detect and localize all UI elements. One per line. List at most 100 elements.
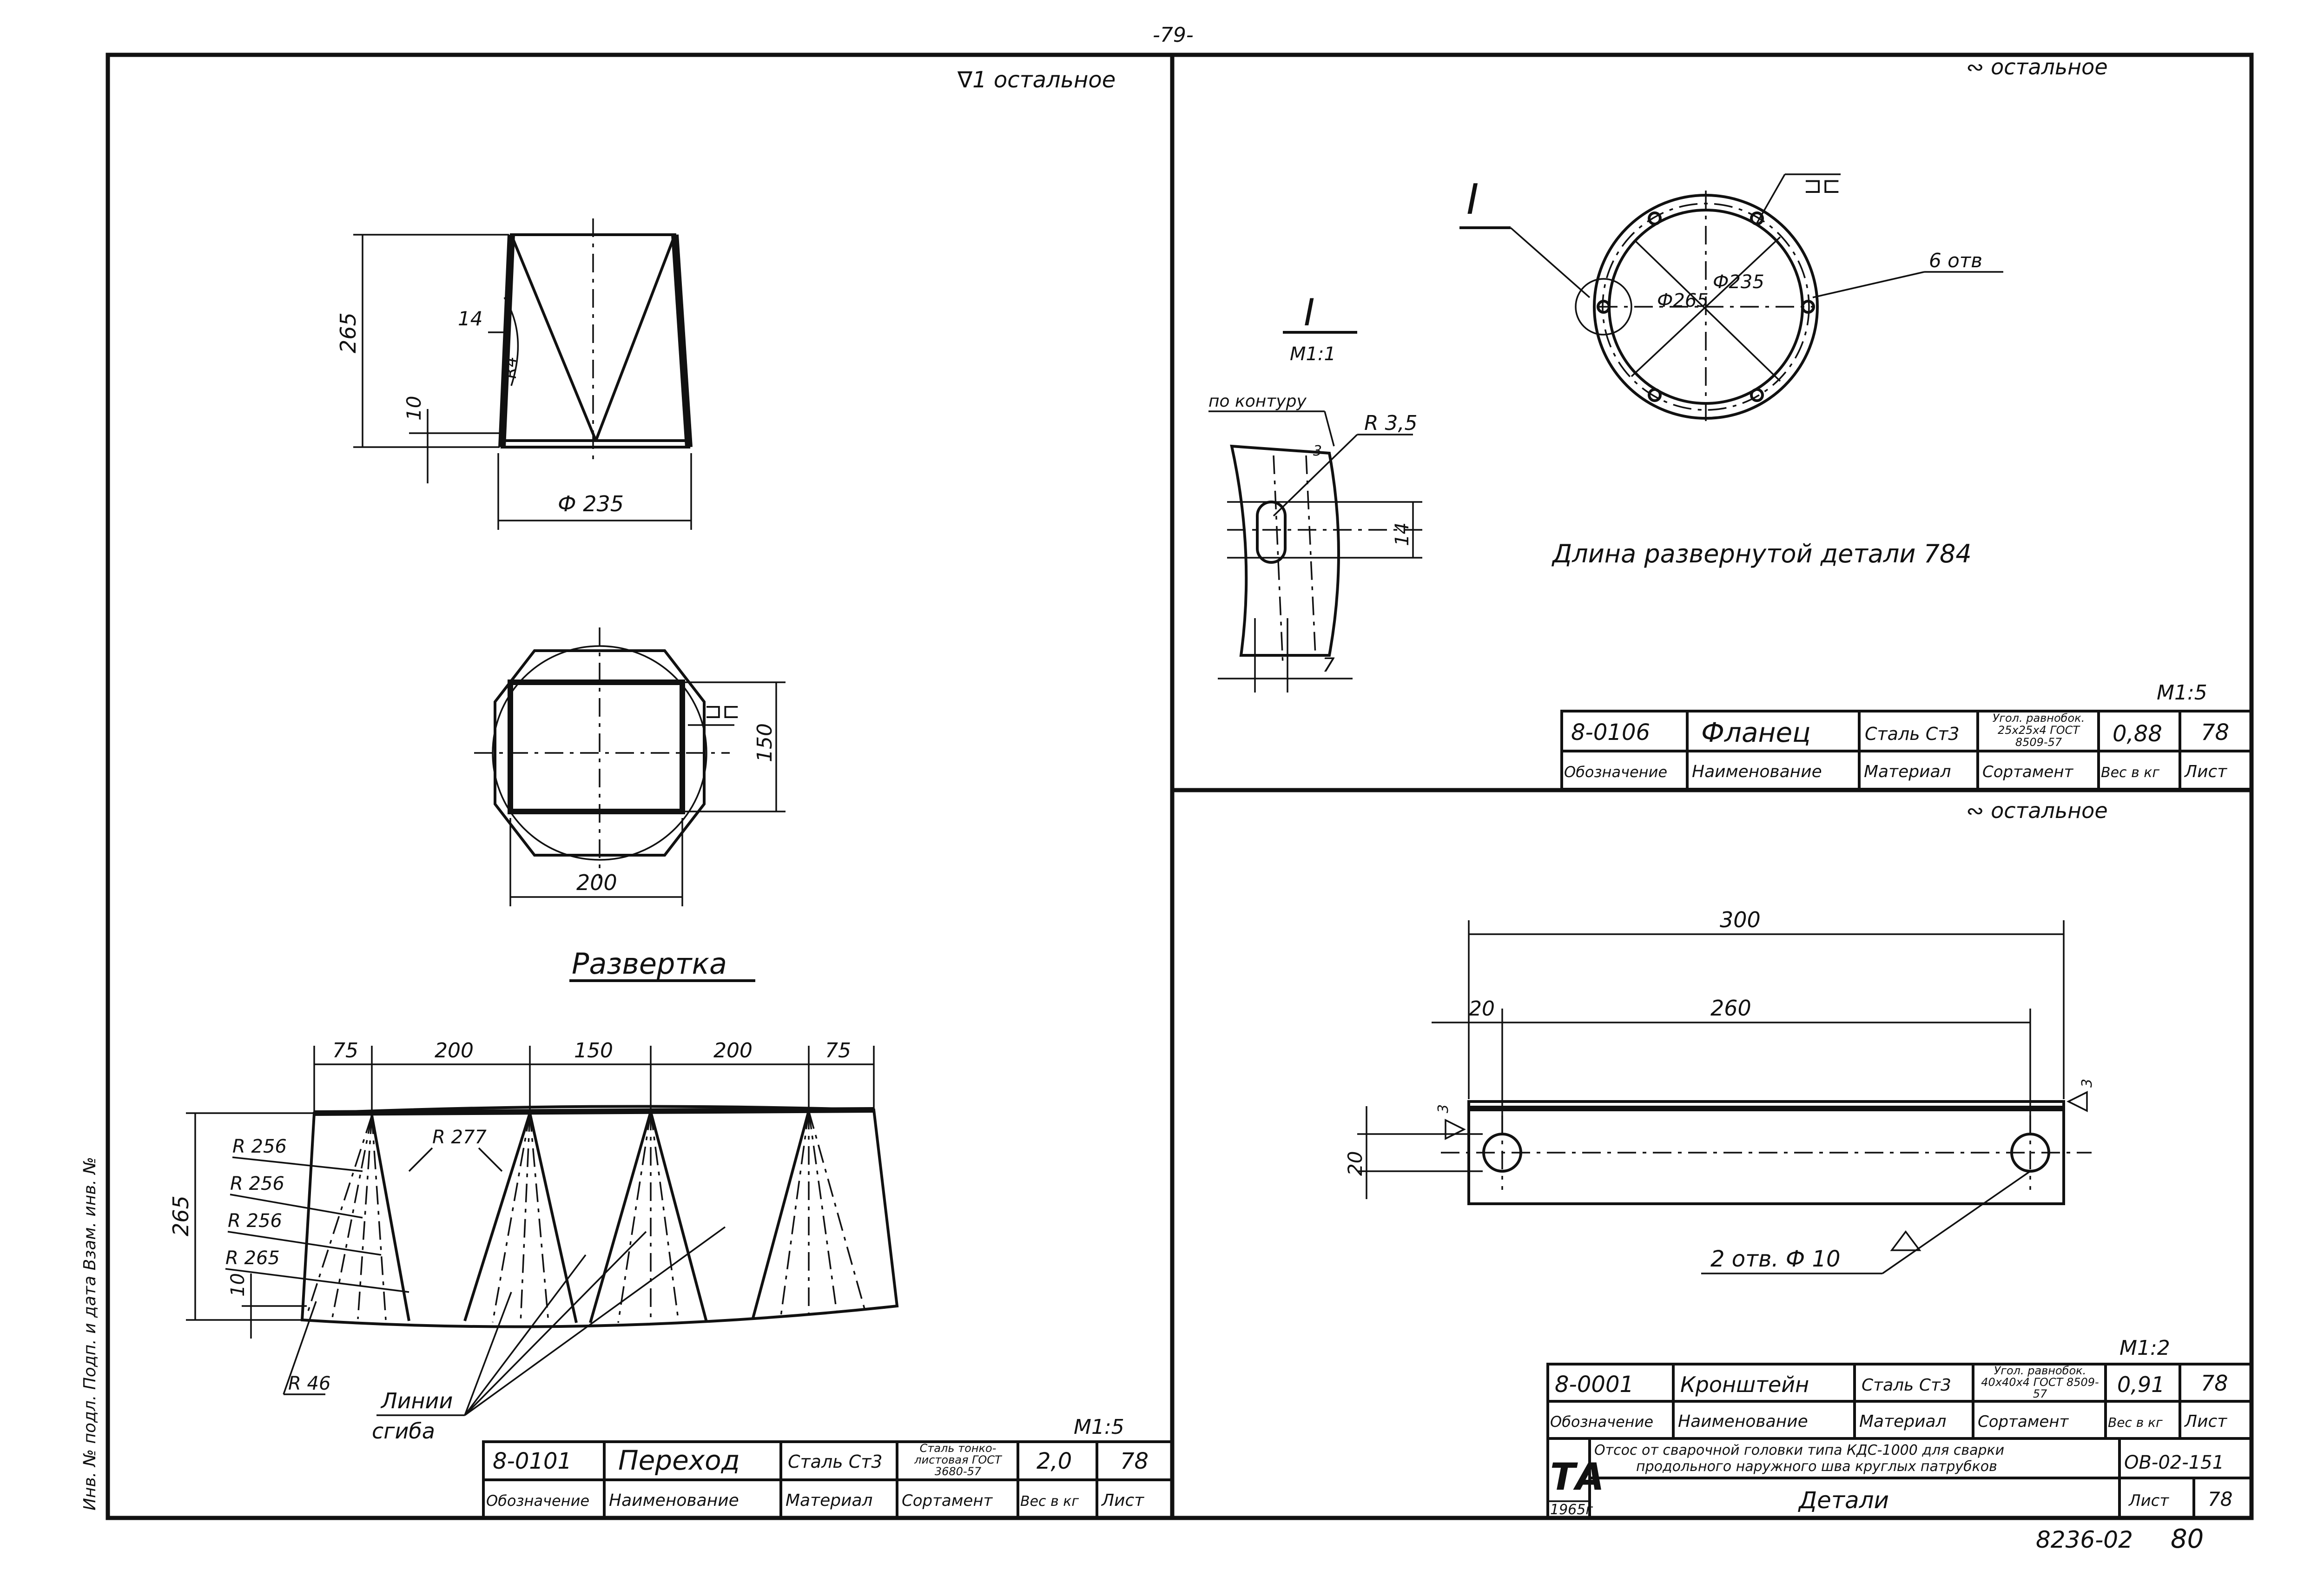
bottom-right-panel: ∾ остальное 300 260 20 20: [1344, 798, 2253, 1519]
ring-outer-dia: Ф265: [1657, 290, 1709, 311]
page-number-bottom: 80: [2171, 1524, 2204, 1554]
dev-dim-base-10: 10: [227, 1273, 249, 1297]
flange-ring: Ф265 Ф235 6 отв ⊐⊏ I: [1459, 172, 2003, 423]
flange-scale: М1:5: [2157, 681, 2207, 705]
radius-label-6: R 46: [288, 1373, 330, 1394]
left-title-block: М1:5 8-0101 Переход Сталь Ст3 Сталь тонк…: [482, 1415, 1174, 1519]
flange-tb-h-weight: Вес в кг: [2101, 765, 2159, 781]
left-roughness: ∇1 остальное: [957, 67, 1116, 93]
bracket-weld-right: 3: [2079, 1079, 2095, 1088]
fold-lines-label-2: сгиба: [372, 1418, 435, 1444]
radius-label-3: R 256: [228, 1210, 282, 1232]
bracket-tb-h-weight: Вес в кг: [2108, 1415, 2163, 1430]
dev-dim-150: 150: [574, 1039, 613, 1062]
flange-length-note: Длина развернутой детали 784: [1552, 539, 1972, 568]
bracket-holes-note: 2 отв. Ф 10: [1710, 1246, 1841, 1272]
bracket-dim-height: 20: [1344, 1151, 1367, 1176]
fold-lines-label-1: Линии: [380, 1388, 453, 1413]
main-stamp: ТА 1965г Отсос от сварочной головки типа…: [1546, 1437, 2253, 1519]
slot-radius: R 3,5: [1364, 411, 1418, 435]
top-view-weld-mark: ⊐⊏: [704, 698, 740, 723]
left-tb-sheet: 78: [1120, 1448, 1149, 1474]
development-title: Развертка: [572, 947, 727, 981]
flange-tb-h-material: Материал: [1864, 762, 1951, 781]
dim-slot-r4: R4: [501, 356, 520, 379]
dev-dim-75-left: 75: [332, 1039, 358, 1062]
bracket-tb-weight: 0,91: [2117, 1372, 2165, 1397]
flange-tb-name: Фланец: [1701, 717, 1811, 748]
sheet-frame: [106, 53, 2254, 1520]
stamp-org: ТА: [1550, 1455, 1604, 1498]
flange-tb-sheet: 78: [2201, 719, 2229, 745]
page-number-top: -79-: [1153, 23, 1194, 47]
flange-tb-material: Сталь Ст3: [1865, 724, 1960, 744]
bracket-tb-material: Сталь Ст3: [1862, 1376, 1951, 1395]
stamp-description-1: Отсос от сварочной головки типа КДС-1000…: [1594, 1442, 2004, 1458]
ring-holes-note: 6 отв: [1929, 249, 1982, 272]
left-tb-h-sheet: Лист: [1101, 1491, 1144, 1510]
bracket-dim-edge: 20: [1469, 997, 1495, 1021]
transition-side-view: 265 14 R4 10 Ф 235: [336, 218, 693, 530]
slot-dim-14: 14: [1392, 522, 1413, 546]
radius-label-4: R 265: [225, 1247, 280, 1269]
flange-tb-h-name: Наименование: [1692, 762, 1822, 781]
ring-inner-dia: Ф235: [1713, 271, 1764, 293]
flange-tb-h-assortment: Сортамент: [1982, 763, 2074, 781]
dev-dim-200-b: 200: [713, 1039, 753, 1062]
stamp-year: 1965г: [1550, 1502, 1593, 1518]
section-profile: 14 7: [1218, 444, 1422, 693]
radius-label-1: R 256: [232, 1136, 287, 1157]
left-tb-h-designation: Обозначение: [486, 1492, 589, 1510]
bracket-scale: М1:2: [2119, 1336, 2170, 1360]
flange-title-block: М1:5 8-0106 Фланец Сталь Ст3 Угол. равно…: [1560, 681, 2253, 791]
dim-top-200: 200: [576, 870, 617, 895]
dim-top-150: 150: [753, 723, 777, 762]
slot-offset-7: 7: [1322, 653, 1335, 676]
dev-dim-75-right: 75: [825, 1039, 851, 1062]
bracket-view: 300 260 20 20 3 3 2 отв. Ф 10: [1344, 907, 2095, 1274]
dim-diameter-235: Ф 235: [558, 491, 624, 516]
ring-weld-mark: ⊐⊏: [1803, 172, 1841, 198]
detail-callout-mark: I: [1466, 175, 1479, 224]
stamp-code: ОВ-02-151: [2124, 1452, 2224, 1473]
doc-code: 8236-02: [2036, 1526, 2133, 1553]
flange-tb-h-designation: Обозначение: [1564, 763, 1667, 781]
left-tb-name: Переход: [618, 1445, 740, 1476]
dim-slot-14: 14: [458, 307, 482, 330]
section-scale: М1:1: [1290, 343, 1336, 365]
flange-roughness: ∾ остальное: [1966, 54, 2108, 79]
stamp-description-2: продольного наружного шва круглых патруб…: [1636, 1458, 1997, 1475]
dev-dim-height-265: 265: [168, 1195, 193, 1236]
left-tb-h-assortment: Сортамент: [902, 1491, 993, 1510]
radius-label-2: R 256: [230, 1173, 284, 1194]
flange-tb-assortment: Угол. равнобок. 25х25х4 ГОСТ 8509-57: [1992, 712, 2085, 749]
dim-base-10: 10: [403, 396, 425, 421]
bracket-tb-name: Кронштейн: [1680, 1372, 1809, 1397]
flange-tb-designation: 8-0106: [1571, 719, 1650, 745]
left-tb-h-name: Наименование: [609, 1491, 739, 1510]
bracket-tb-h-designation: Обозначение: [1550, 1413, 1653, 1431]
left-tb-h-weight: Вес в кг: [1020, 1493, 1079, 1510]
bracket-tb-h-sheet: Лист: [2184, 1412, 2227, 1431]
development-view: 75 200 150 200 75 265 10 R 256 R 256 R 2…: [168, 1039, 899, 1444]
bracket-tb-designation: 8-0001: [1555, 1372, 1634, 1398]
bracket-tb-h-name: Наименование: [1678, 1412, 1808, 1431]
left-panel: ∇1 остальное 265 14 R4 10: [168, 67, 1174, 1519]
stamp-sheet: 78: [2208, 1488, 2232, 1511]
dev-dim-200-a: 200: [435, 1039, 474, 1062]
bracket-tb-h-assortment: Сортамент: [1978, 1412, 2069, 1431]
bracket-dim-inner: 260: [1710, 996, 1751, 1021]
bracket-dim-overall: 300: [1720, 907, 1761, 932]
margin-stamp: Инв. № подл. Подп. и дата Взам. инв. №: [80, 1157, 99, 1511]
contour-note: по контуру: [1208, 392, 1307, 411]
bracket-weld-left: 3: [1435, 1104, 1452, 1113]
stamp-title: Детали: [1798, 1487, 1889, 1514]
bracket-tb-h-material: Материал: [1859, 1412, 1947, 1431]
left-scale: М1:5: [1074, 1415, 1124, 1439]
top-right-panel: ∾ остальное I М1:1 по контуру R 3,5 3 14…: [1208, 54, 2253, 791]
bracket-title-block: М1:2 8-0001 Кронштейн Сталь Ст3 Угол. ра…: [1546, 1336, 2253, 1440]
bracket-tb-sheet: 78: [2201, 1371, 2228, 1396]
dim-height-265: 265: [336, 312, 361, 353]
left-tb-material: Сталь Ст3: [788, 1451, 883, 1472]
